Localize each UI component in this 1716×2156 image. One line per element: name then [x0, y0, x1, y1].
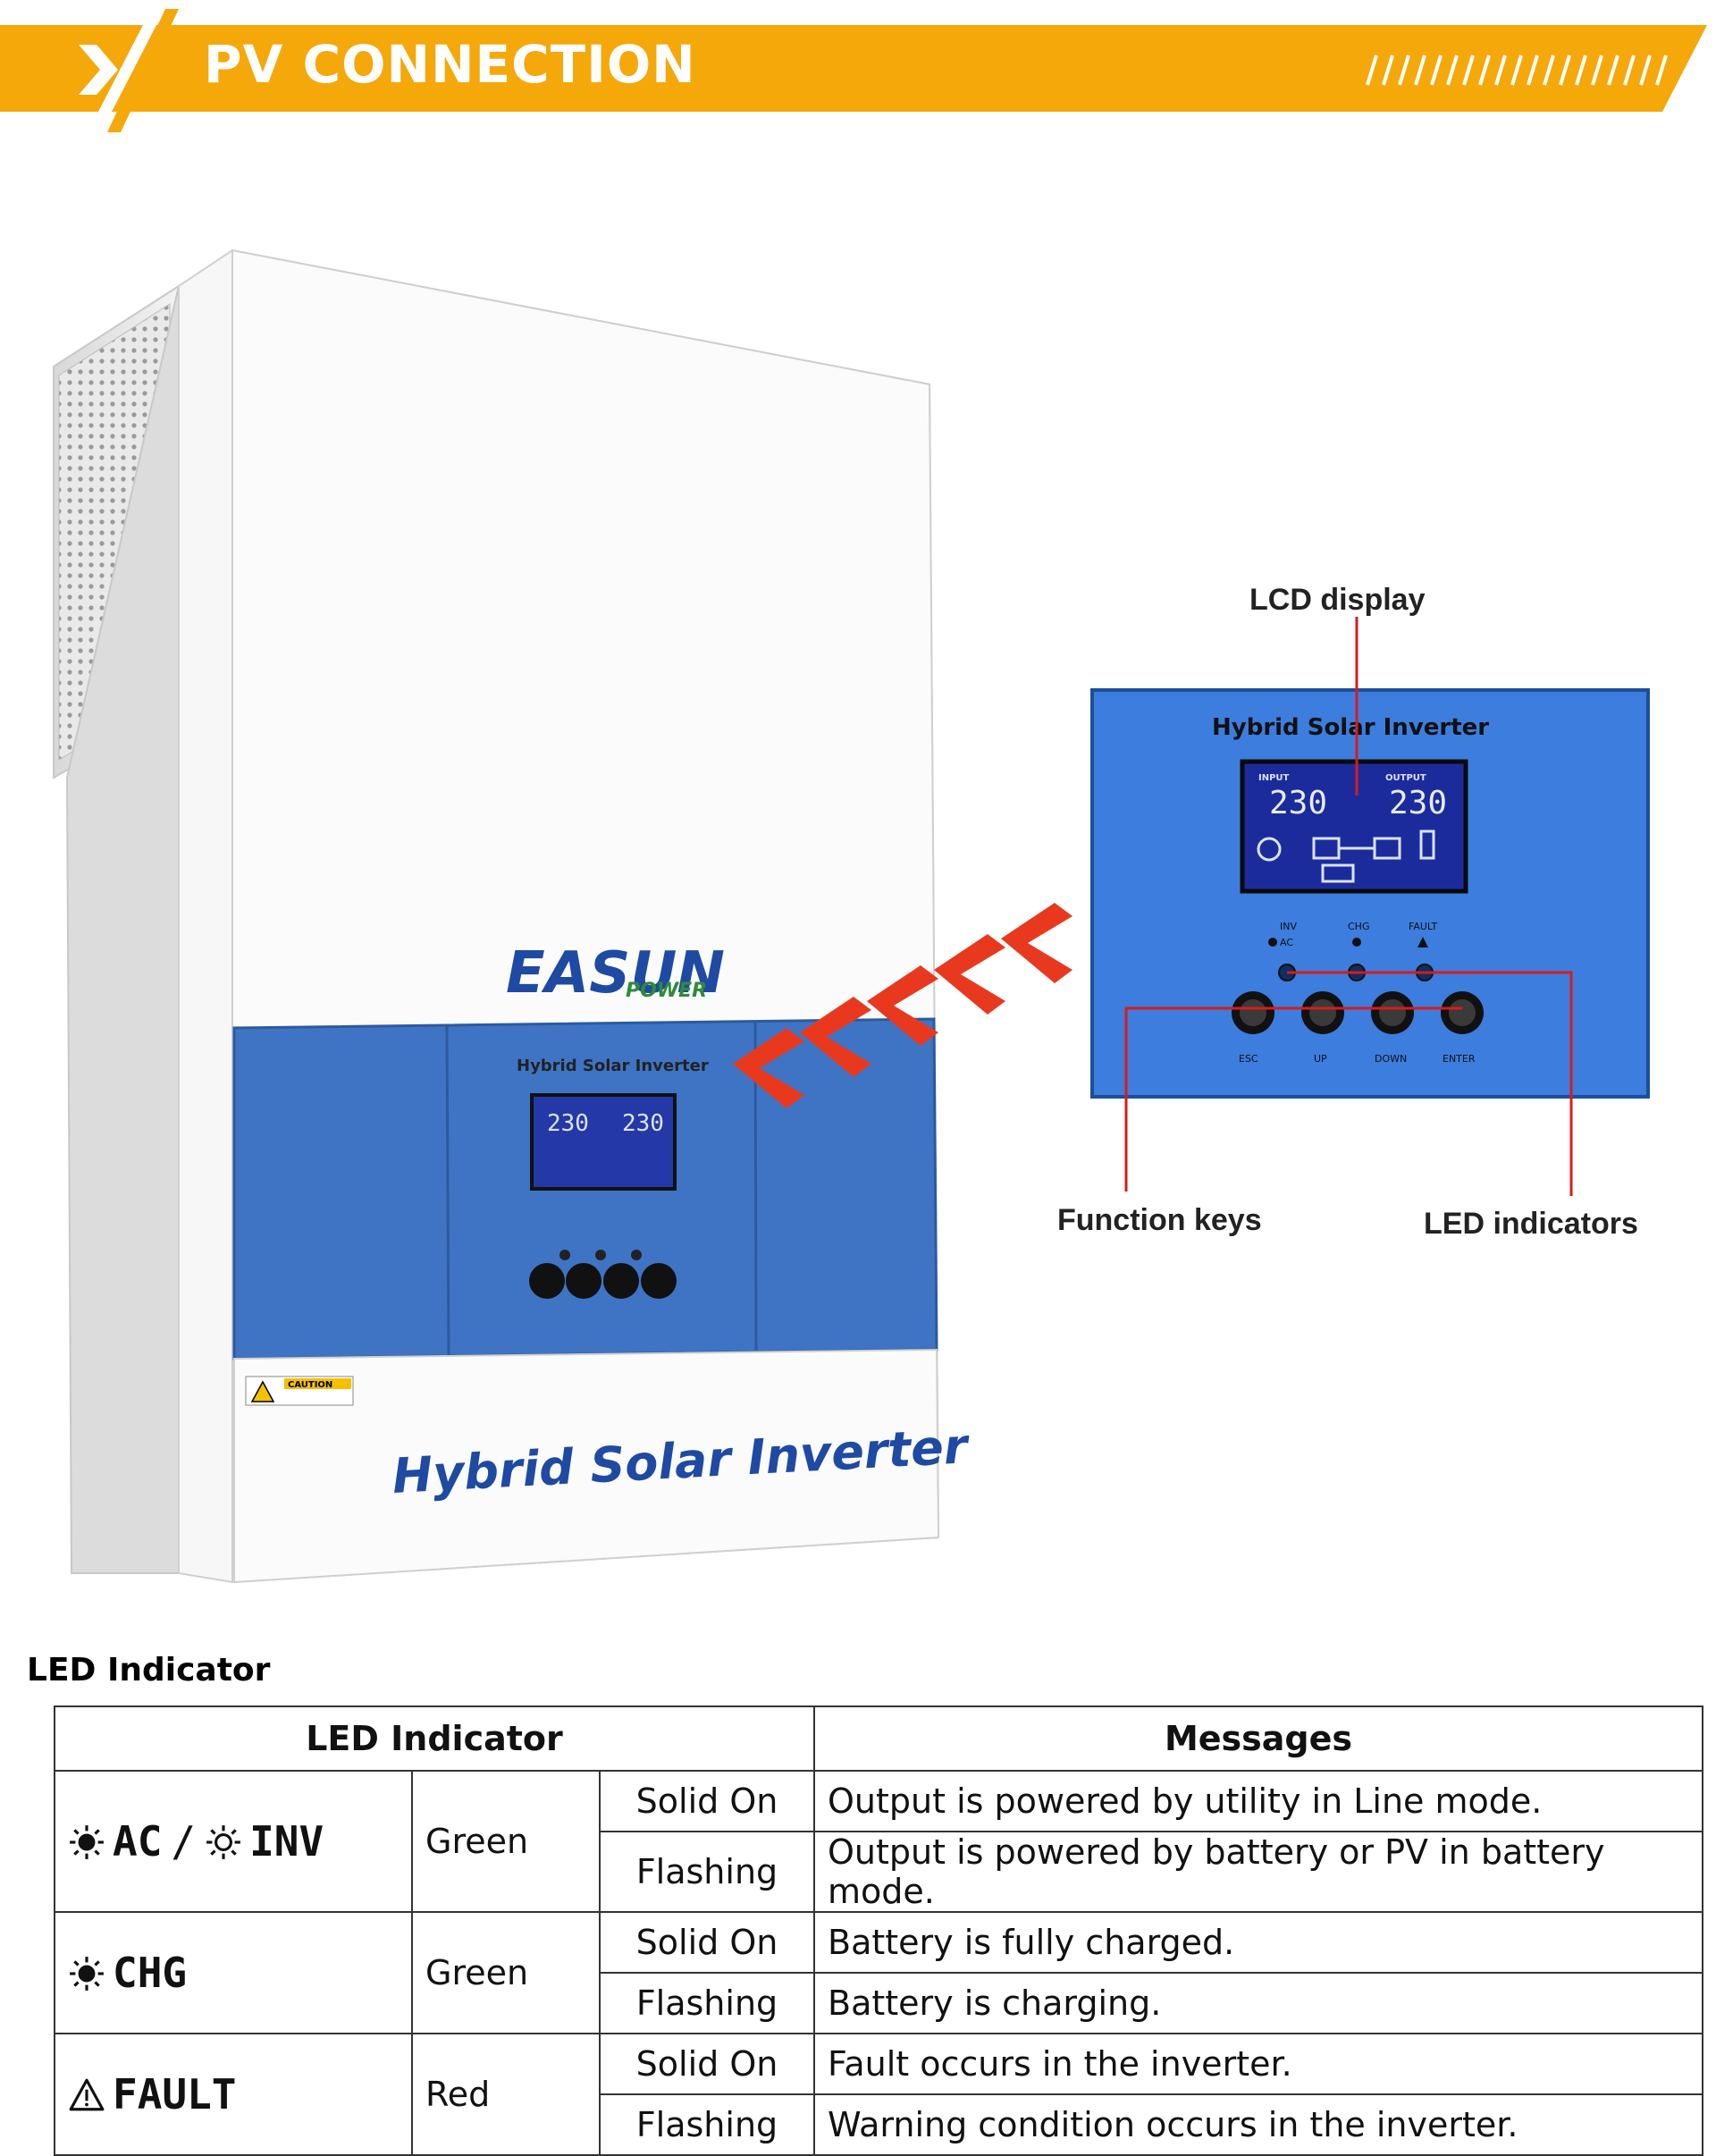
section-banner: PV CONNECTION — [0, 0, 1716, 143]
zoomed-panel: Hybrid Solar Inverter INPUT OUTPUT 230 2… — [1090, 688, 1650, 1099]
chevron-right-icon — [79, 45, 118, 95]
indicator-ac-inv: AC/ INV — [54, 1770, 413, 1913]
inverter-illustration: 230 230 Hybrid Solar Inverter EASUN POWE… — [53, 248, 1650, 1584]
indicator-chg-label: CHG — [113, 1949, 188, 1997]
callout-lcd-display: LCD display — [1249, 583, 1426, 617]
led-state: Flashing — [599, 1831, 815, 1913]
led-state: Flashing — [599, 1972, 815, 2034]
led-color: Red — [411, 2033, 601, 2156]
body-panel-title: Hybrid Solar Inverter — [517, 1057, 709, 1075]
arrow-chevrons — [733, 903, 1072, 1108]
led-indicator-table: LED Indicator Messages AC/ INV Green Sol… — [54, 1705, 1703, 2156]
sun-filled-icon — [70, 1957, 104, 1991]
led-state: Solid On — [599, 2033, 815, 2095]
led-message: Warning condition occurs in the inverter… — [813, 2093, 1703, 2156]
lcd-input-value: 230 — [1269, 785, 1327, 821]
brand-sub: POWER — [626, 980, 707, 1002]
led-label-fault: FAULT — [1409, 921, 1438, 932]
body-lcd-output: 230 — [622, 1110, 664, 1137]
indicator-inv-label: INV — [249, 1817, 324, 1865]
table-row: AC/ INV Green Solid On Output is powered… — [54, 1770, 1703, 1913]
sun-filled-icon — [70, 1825, 104, 1859]
key-label-enter: ENTER — [1443, 1053, 1476, 1065]
led-message: Fault occurs in the inverter. — [813, 2033, 1703, 2095]
inverter-body — [178, 248, 940, 1584]
table-row: CHG Green Solid On Battery is fully char… — [54, 1911, 1703, 2034]
led-message: Output is powered by battery or PV in ba… — [813, 1831, 1703, 1913]
led-label-ac: AC — [1280, 937, 1293, 948]
indicator-chg: CHG — [54, 1911, 413, 2034]
lcd-output-label: OUTPUT — [1385, 773, 1426, 783]
table-row: Flashing Output is powered by battery or… — [55, 1831, 1703, 1913]
banner-background — [0, 9, 1707, 132]
zoomed-panel-title: Hybrid Solar Inverter — [1212, 714, 1489, 741]
table-row: Flashing Battery is charging. — [55, 1972, 1703, 2034]
header-messages: Messages — [813, 1705, 1703, 1772]
caution-sticker: CAUTION — [245, 1376, 354, 1406]
section-title: LED Indicator — [27, 1652, 271, 1689]
indicator-fault: FAULT — [54, 2033, 413, 2156]
hatch-decoration — [1366, 55, 1668, 86]
led-color: Green — [411, 1911, 601, 2034]
led-state: Flashing — [599, 2093, 815, 2156]
header-led-indicator: LED Indicator — [54, 1705, 815, 1772]
led-message: Output is powered by utility in Line mod… — [813, 1770, 1703, 1832]
callout-lines — [1124, 617, 1573, 1196]
led-message: Battery is charging. — [813, 1972, 1703, 2034]
heatsink — [53, 284, 180, 1574]
led-label-chg: CHG — [1348, 921, 1369, 932]
brand-logo: EASUN POWER — [506, 940, 725, 1006]
banner-title: PV CONNECTION — [204, 34, 696, 95]
lcd-output-value: 230 — [1389, 785, 1447, 821]
body-keys — [529, 1250, 677, 1299]
callout-led-indicators: LED indicators — [1424, 1207, 1638, 1241]
led-message: Battery is fully charged. — [813, 1911, 1703, 1974]
lcd-input-label: INPUT — [1258, 773, 1290, 783]
callout-function-keys: Function keys — [1057, 1203, 1262, 1237]
led-state: Solid On — [599, 1770, 815, 1832]
brand-name: EASUN — [506, 940, 725, 1006]
indicator-fault-label: FAULT — [113, 2070, 237, 2118]
led-color: Green — [411, 1770, 601, 1913]
key-label-down: DOWN — [1375, 1053, 1407, 1065]
led-label-inv: INV — [1280, 921, 1297, 932]
table-header-row: LED Indicator Messages — [54, 1705, 1703, 1772]
table-row: FAULT Red Solid On Fault occurs in the i… — [54, 2033, 1703, 2156]
key-label-up: UP — [1314, 1053, 1327, 1065]
indicator-ac-label: AC — [113, 1817, 163, 1865]
key-label-esc: ESC — [1239, 1053, 1258, 1065]
body-lcd: 230 230 — [530, 1093, 677, 1191]
warning-triangle-icon — [69, 2078, 105, 2111]
led-state: Solid On — [599, 1911, 815, 1974]
sun-outline-icon — [206, 1825, 240, 1859]
body-lcd-input: 230 — [547, 1110, 589, 1137]
caution-label: CAUTION — [288, 1380, 332, 1390]
